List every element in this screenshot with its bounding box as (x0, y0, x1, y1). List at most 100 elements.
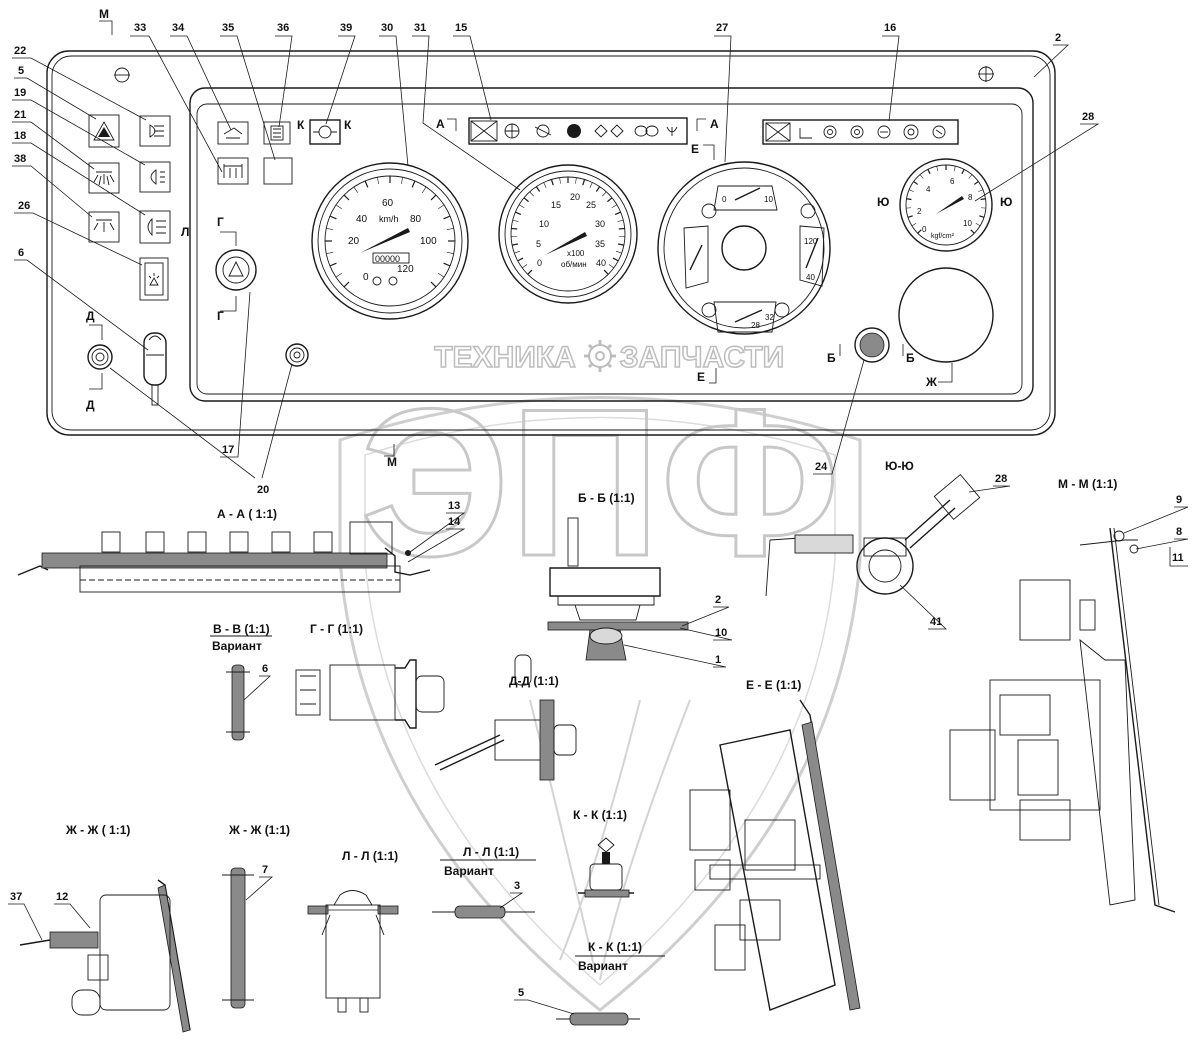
callout-17: 17 (222, 444, 234, 456)
section-b-b: Б - Б (1:1) 2 10 1 (547, 491, 733, 668)
warning-lamp-block-16 (762, 119, 959, 145)
mark-g-bottom: Г (217, 309, 224, 323)
gauge-tick-mark (353, 186, 359, 193)
section-k-k-variant-label: Вариант (578, 959, 628, 973)
panel-instrument-area (189, 87, 1034, 402)
gauge-tick-mark (343, 194, 350, 201)
lamp-15-f (634, 125, 659, 137)
switch-35 (263, 121, 291, 145)
lamp-socket-left (87, 344, 113, 370)
gauge-tick-mark (529, 191, 534, 197)
callout-2-bb: 2 (715, 594, 721, 606)
gauge-tick-mark (512, 219, 519, 222)
gauge-tick-mark (618, 227, 625, 230)
leader-26 (14, 212, 143, 266)
leader-36 (275, 35, 293, 128)
gauge-tick-mark (936, 166, 939, 172)
lamp-socket-center (285, 343, 309, 367)
speedometer-tick-40: 40 (356, 214, 368, 225)
panel-outer-frame (46, 50, 1056, 436)
gauge-tick-mark (543, 182, 547, 189)
leader-33 (130, 35, 223, 173)
mark-k-right: К (344, 118, 352, 132)
cut-a-right (696, 118, 706, 131)
gauge-tick-mark (446, 228, 454, 230)
pressure-gauge: 0 2 4 6 8 10 kgf/cm² (899, 158, 993, 252)
panel-front-view: 0 20 40 60 80 100 120 km/h 00000 0 5 10 … (46, 50, 1056, 436)
leader-2-top (1033, 44, 1070, 78)
lamp-15-a (470, 120, 498, 142)
callout-24: 24 (815, 461, 828, 473)
cut-zh (938, 363, 953, 383)
leader-35 (220, 35, 276, 161)
switch-34 (217, 121, 249, 145)
gauge-tick-mark (582, 179, 586, 186)
lamp-16-e (877, 125, 891, 139)
gauge-tick-mark (421, 186, 427, 193)
gauge-tick-mark (979, 215, 985, 218)
cut-d-bottom (89, 373, 103, 390)
cut-g-top (220, 231, 237, 246)
gauge-tick-mark (430, 194, 437, 201)
gauge-tick-mark (608, 264, 614, 269)
gauge-tick-mark (575, 177, 577, 184)
gauge-tick-mark (908, 189, 914, 192)
leader-12 (54, 903, 91, 929)
mark-e-top: Е (691, 142, 699, 156)
callout-11: 11 (1172, 552, 1184, 564)
lamp-16-c (823, 125, 837, 139)
gauge-tick-mark (970, 229, 975, 234)
pressure-needle (936, 196, 964, 214)
gauge-tick-mark (335, 204, 342, 210)
callout-38: 38 (14, 153, 26, 165)
gauge-tick-mark (517, 257, 524, 262)
speedometer-unit: km/h (379, 214, 399, 224)
temp-tick-40: 40 (806, 273, 815, 282)
speedometer-odometer (372, 252, 410, 264)
gauge-tick-mark (612, 257, 619, 262)
gauge-tick-mark (511, 243, 519, 246)
speedometer-tick-80: 80 (410, 214, 422, 225)
section-v-v: В - В (1:1) Вариант 6 (210, 622, 272, 741)
warning-lamp-block-15 (468, 117, 688, 145)
watermark: ЭПФ ТЕХНИКА ЗАПЧАСТИ (338, 340, 862, 1012)
voltmeter-gauge: 28 32 (713, 301, 777, 333)
section-k-k-variant: К - К (1:1) Вариант 5 (514, 940, 665, 1026)
pressure-tick-0: 0 (922, 225, 927, 234)
speedometer-tick-marks (325, 176, 455, 288)
mark-l: Л (181, 225, 189, 239)
gauge-tick-mark (514, 250, 521, 254)
gauge-tick-mark (443, 215, 451, 220)
gauge-tick-mark (615, 250, 622, 254)
tachometer-tick-0: 0 (537, 258, 542, 268)
temperature-gauge: 40 120 (799, 225, 825, 287)
leader-17 (220, 291, 251, 458)
lamp-15-g (666, 126, 678, 136)
leader-10 (679, 627, 733, 641)
leader-28-yu (968, 485, 1011, 493)
section-zh-zh-2: Ж - Ж (1:1) 7 (222, 823, 290, 1009)
gauge-blank-28 (898, 267, 994, 363)
callout-15: 15 (455, 22, 467, 34)
gauge-tick-mark (550, 179, 554, 186)
callout-27: 27 (716, 22, 728, 34)
switch-39 (309, 119, 341, 145)
gauge-tick-mark (527, 269, 533, 275)
callouts-top: М 33 34 35 36 39 30 31 15 27 16 2 28 22 … (12, 7, 1100, 496)
callout-14: 14 (448, 516, 461, 528)
callout-18: 18 (14, 130, 26, 142)
mark-m-bottom: М (387, 455, 397, 469)
mark-b-left: Б (827, 351, 836, 365)
gauge-tick-mark (961, 169, 965, 175)
leader-24 (813, 359, 865, 475)
lamp-15-c (534, 124, 552, 138)
section-k-k-title: К - К (1:1) (573, 808, 627, 822)
section-l-l-variant-title: Л - Л (1:1) (463, 845, 519, 859)
gauge-tick-mark (953, 166, 956, 172)
gauge-tick-mark (968, 174, 973, 179)
indicator-lamp-se (774, 302, 790, 318)
combination-gauge: 0 10 40 120 28 32 (657, 161, 831, 335)
mounting-hole-right (978, 66, 994, 82)
indicator-lamp-nw (701, 203, 717, 219)
speedometer-tick-120: 120 (397, 264, 414, 275)
